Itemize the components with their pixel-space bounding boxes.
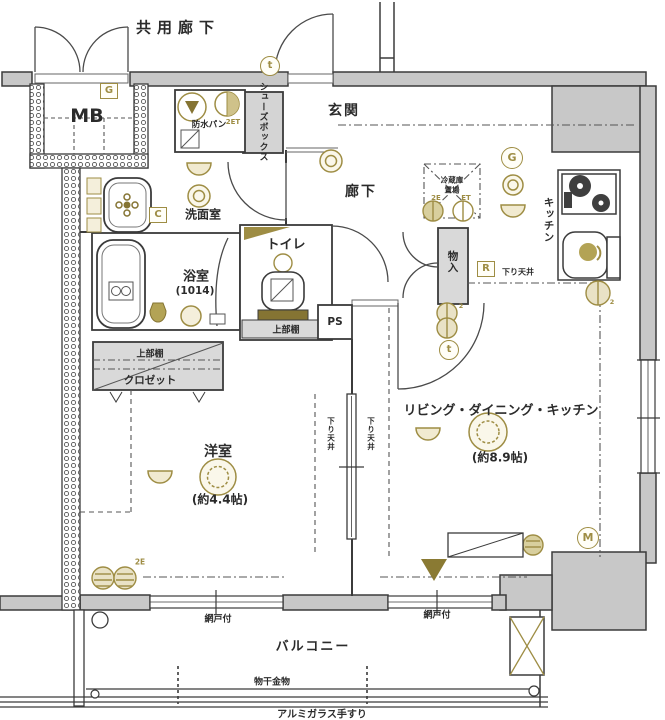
label-ps: PS [327,316,343,328]
label-closet-shelf: 上部棚 [136,349,164,360]
t-circle-badge-entrance: t [260,56,280,76]
bathtub [96,239,146,329]
label-fridge-2: 置場 [444,185,460,195]
label-sub2-kitchen: 2 [609,298,615,306]
label-outlet-2e-room: 2E [134,557,146,567]
label-storage: 物入 [446,250,459,274]
label-western-room: 洋室 [204,444,232,460]
label-screen-door-left: 網戸付 [204,614,232,625]
ceiling-light-symbols [187,149,524,496]
closet-detail [92,342,224,403]
gas-meter-badge: G [100,83,118,99]
label-screen-door-right: 網戸付 [423,610,451,621]
label-railing: アルミガラス手すり [277,709,367,720]
washbasin [86,177,152,233]
building-edge-lines [379,2,395,72]
label-outlet-2e-fridge: 2E [431,194,441,202]
label-shoebox: シューズボックス [257,82,268,162]
label-genkan: 玄関 [328,103,360,119]
label-closet: クロゼット [123,374,177,387]
hatched-walls [29,83,149,611]
label-toilet: トイレ [266,237,306,253]
m-circle-badge: M [577,527,599,549]
halfmoon-light-symbols [147,162,526,484]
g-circle-badge: G [501,147,523,169]
door-thresholds [34,73,399,307]
label-ldk: リビング・ダイニング・キッチン [403,403,599,419]
label-sub2-hall: 2 [458,302,464,310]
balcony-structure [0,609,548,708]
label-kitchen: キッチン [542,197,555,243]
c-badge: C [149,207,167,223]
sliding-door [339,393,364,540]
label-fridge-1: 冷蔵庫 [440,175,464,185]
t-circle-badge-hall: t [439,340,459,360]
label-drying-fixture: 物干金物 [253,677,291,688]
washer-pan-icons [177,91,240,149]
exterior-walls [0,71,657,631]
evacuation-hatch [509,616,545,676]
label-outlet-2et: 2ET [225,118,241,126]
label-mb: MB [70,105,104,127]
windows [149,359,660,614]
ldk-furniture [421,532,524,581]
label-hallway: 廊下 [345,184,377,200]
bathroom-items [149,302,226,327]
outlet-symbols [91,200,611,590]
label-outlet-et-fridge: ET [461,194,471,202]
label-ldk-size: (約8.9帖) [471,450,529,465]
label-common-corridor: 共用廊下 [135,18,221,37]
label-lowered-ceiling-kitchen: 下り天井 [502,267,534,277]
lowered-ceiling-lines [44,117,636,578]
stove-burners [564,175,610,261]
toilet-shelf-wedge [244,227,290,240]
range-badge: R [477,261,495,277]
label-bathroom-size: (1014) [175,285,215,297]
label-toilet-shelf: 上部棚 [272,325,300,336]
label-washroom: 洗面室 [184,207,222,222]
label-balcony: バルコニー [275,639,351,655]
door-swings [34,13,485,390]
label-laundry-pan: 防水パン [191,120,227,130]
label-lowered-ceiling-left: 下り天井 [326,417,336,451]
label-western-room-size: (約4.4帖) [191,492,249,507]
label-lowered-ceiling-right: 下り天井 [366,417,376,451]
toilet-fixture [257,253,309,321]
label-bathroom: 浴室 [182,269,210,285]
